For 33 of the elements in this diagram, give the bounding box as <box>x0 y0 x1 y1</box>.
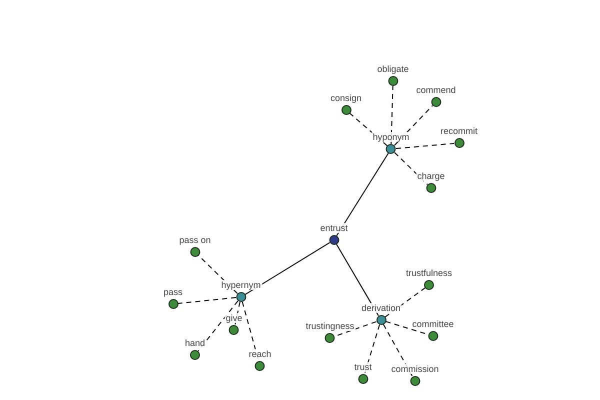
connector-line <box>390 86 394 144</box>
node-label: commend <box>415 85 457 95</box>
node-label: commission <box>390 364 440 374</box>
connector-line <box>394 105 434 146</box>
node-label: trustfulness <box>404 268 454 278</box>
connector-line <box>395 142 455 150</box>
node-label: hand <box>184 338 206 348</box>
node-label: consign <box>329 93 363 103</box>
node-label: committee <box>411 319 455 329</box>
connector-line <box>382 324 414 378</box>
node-label: hyponym <box>372 132 410 142</box>
node-label: obligate <box>376 64 410 74</box>
connector-line <box>244 242 330 295</box>
connector-line <box>364 324 380 375</box>
connector-line <box>384 287 426 318</box>
node-label: trust <box>353 362 373 372</box>
connector-line <box>234 301 240 326</box>
connector-line <box>177 297 237 304</box>
node-label: entrust <box>319 223 349 233</box>
node-label: give <box>224 313 244 323</box>
connector-line <box>336 152 389 236</box>
node-label: recommit <box>440 126 478 136</box>
connector-line <box>198 300 238 352</box>
connector-line <box>349 112 388 146</box>
node-label: pass <box>162 287 184 297</box>
node-label: trustingness <box>304 321 356 331</box>
connector-line <box>394 152 428 185</box>
node-label: charge <box>416 171 446 181</box>
node-label: derivation <box>360 303 402 313</box>
connector-line <box>336 244 379 316</box>
node-label: pass on <box>178 235 212 245</box>
node-label: reach <box>248 349 272 359</box>
node-label: hypernym <box>220 280 262 290</box>
